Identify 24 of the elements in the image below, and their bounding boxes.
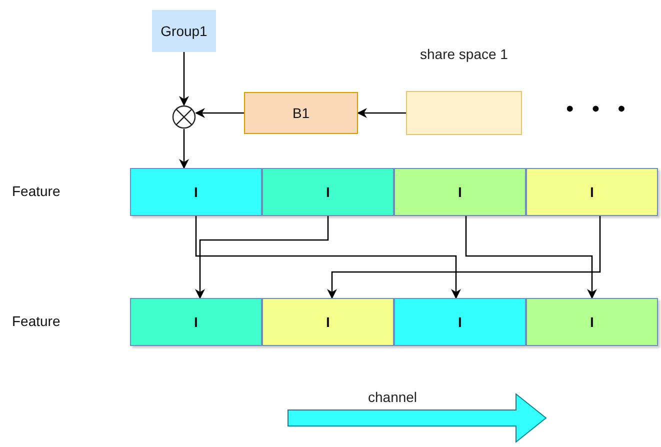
row-label: Feature — [12, 183, 60, 199]
multiply-symbol — [172, 105, 196, 129]
channel-cell: I — [526, 168, 658, 216]
arrow — [195, 108, 244, 118]
row-label: Feature — [12, 313, 60, 329]
axis-label: channel — [368, 389, 418, 405]
box-heading: share space 1 — [419, 46, 509, 62]
group-label: Group1 — [152, 10, 216, 52]
arrow — [357, 108, 406, 118]
channel-cell: I — [262, 168, 394, 216]
channel-cell: I — [262, 298, 394, 346]
arrow — [465, 216, 597, 299]
channel-cell: I — [394, 298, 526, 346]
arrow — [195, 216, 461, 299]
channel-cell: I — [130, 298, 262, 346]
channel-cell: I — [394, 168, 526, 216]
arrow — [195, 216, 329, 299]
ellipsis-dots: • • • — [566, 96, 632, 122]
arrow — [179, 129, 189, 169]
arrow — [327, 216, 601, 299]
channel-cell: I — [130, 168, 262, 216]
arrow — [179, 52, 189, 106]
process-box: B1 — [244, 92, 358, 134]
channel-cell: I — [526, 298, 658, 346]
